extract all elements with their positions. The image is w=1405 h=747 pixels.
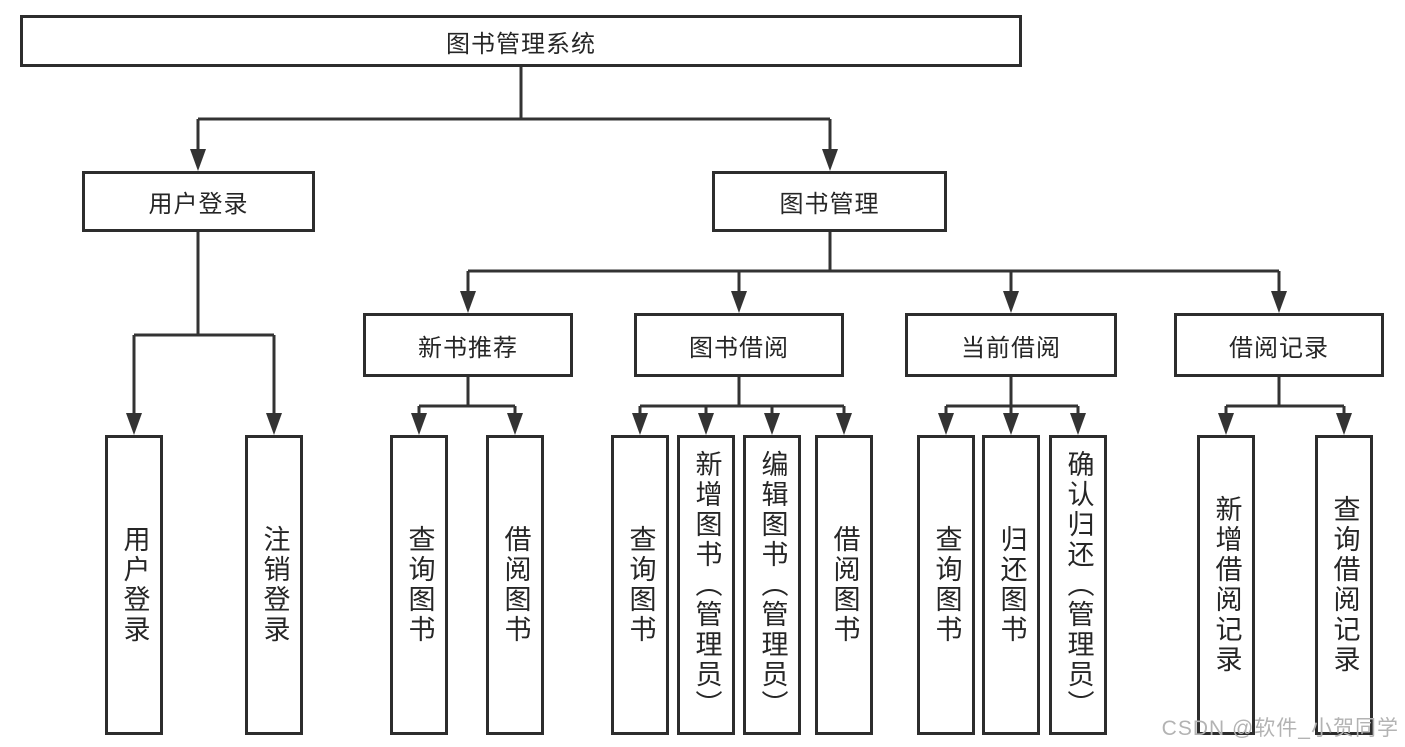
leaf-return-books: 归还图书 (982, 435, 1040, 735)
leaf-confirm-return-admin: 确认归还（管理员） (1049, 435, 1107, 735)
leaf-edit-books-admin: 编辑图书（管理员） (743, 435, 801, 735)
node-label: 图书管理系统 (446, 30, 596, 58)
leaf-query-books-current: 查询图书 (917, 435, 975, 735)
leaf-label: 查询借阅记录 (1329, 495, 1360, 675)
leaf-label: 归还图书 (996, 525, 1027, 645)
leaf-label: 借阅图书 (500, 525, 531, 645)
node-user-login: 用户登录 (82, 171, 315, 232)
leaf-user-login: 用户登录 (105, 435, 163, 735)
leaf-label: 新增图书（管理员） (691, 450, 722, 720)
csdn-watermark: CSDN @软件_小贺同学 (1161, 717, 1399, 740)
leaf-logout: 注销登录 (245, 435, 303, 735)
node-current-borrowing: 当前借阅 (905, 313, 1117, 377)
leaf-label: 编辑图书（管理员） (757, 450, 788, 720)
leaf-label: 确认归还（管理员） (1063, 450, 1094, 720)
leaf-label: 借阅图书 (829, 525, 860, 645)
node-book-management: 图书管理 (712, 171, 947, 232)
node-label: 借阅记录 (1229, 334, 1329, 362)
leaf-query-books-new: 查询图书 (390, 435, 448, 735)
leaf-label: 注销登录 (259, 525, 290, 645)
leaf-query-borrow-record: 查询借阅记录 (1315, 435, 1373, 735)
leaf-label: 用户登录 (119, 525, 150, 645)
leaf-label: 新增借阅记录 (1211, 495, 1242, 675)
leaf-query-books-borrow: 查询图书 (611, 435, 669, 735)
node-label: 图书借阅 (689, 334, 789, 362)
node-borrowing-records: 借阅记录 (1174, 313, 1384, 377)
node-book-borrowing: 图书借阅 (634, 313, 844, 377)
node-label: 新书推荐 (418, 334, 518, 362)
node-new-book-recommendation: 新书推荐 (363, 313, 573, 377)
leaf-label: 查询图书 (625, 525, 656, 645)
leaf-label: 查询图书 (931, 525, 962, 645)
node-label: 用户登录 (148, 191, 249, 218)
leaf-add-borrow-record: 新增借阅记录 (1197, 435, 1255, 735)
leaf-add-books-admin: 新增图书（管理员） (677, 435, 735, 735)
leaf-borrow-books: 借阅图书 (815, 435, 873, 735)
node-library-management-system: 图书管理系统 (20, 15, 1022, 67)
leaf-borrow-books-new: 借阅图书 (486, 435, 544, 735)
leaf-label: 查询图书 (404, 525, 435, 645)
node-label: 图书管理 (779, 191, 880, 218)
node-label: 当前借阅 (961, 334, 1061, 362)
